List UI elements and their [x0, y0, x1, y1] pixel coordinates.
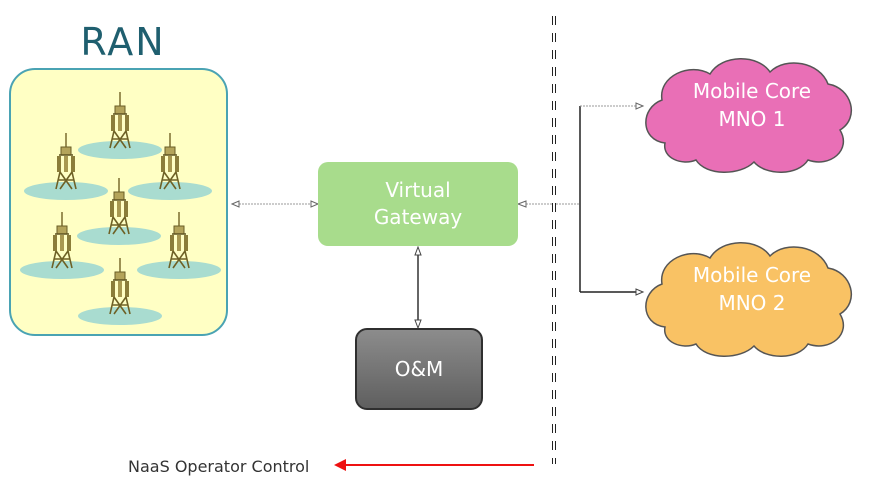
mobile-core-mno1-cloud: [645, 58, 852, 173]
cell-site-1: [78, 91, 162, 159]
mno1-line1: Mobile Core: [692, 79, 812, 103]
cell-tower-icon: [51, 211, 73, 269]
cloud-shape: [645, 58, 852, 173]
cell-tower-icon: [55, 132, 77, 190]
cell-site-2: [24, 132, 108, 200]
mno2-line2: MNO 2: [718, 291, 786, 315]
mno2-label: Mobile Core MNO 2: [662, 261, 842, 317]
cell-site-7: [78, 257, 162, 325]
cell-tower-icon: [109, 91, 131, 149]
cell-site-5: [20, 211, 104, 279]
cell-site-6: [137, 211, 221, 279]
gateway-line2: Gateway: [373, 205, 463, 229]
mno2-line1: Mobile Core: [692, 263, 812, 287]
cell-tower-icon: [109, 257, 131, 315]
cell-site-4: [77, 177, 161, 245]
mno1-line2: MNO 1: [718, 107, 786, 131]
gateway-line1: Virtual: [385, 178, 451, 202]
ran-gateway-link: [230, 200, 320, 208]
om-label: O&M: [394, 357, 444, 381]
cell-tower-icon: [168, 211, 190, 269]
naas-control-label: NaaS Operator Control: [128, 457, 310, 476]
om-box: O&M: [355, 328, 483, 410]
mno1-label: Mobile Core MNO 1: [662, 77, 842, 133]
ran-title: RAN: [80, 20, 166, 64]
virtual-gateway-box: Virtual Gateway: [318, 162, 518, 246]
cell-tower-icon: [108, 177, 130, 235]
gateway-core-links: [516, 102, 645, 296]
cell-tower-icon: [159, 132, 181, 190]
cloud-shape: [645, 242, 852, 357]
cell-site-3: [128, 132, 212, 200]
naas-control-arrow: [334, 459, 534, 471]
gateway-om-link: [414, 245, 422, 330]
mobile-core-mno2-cloud: [645, 242, 852, 357]
